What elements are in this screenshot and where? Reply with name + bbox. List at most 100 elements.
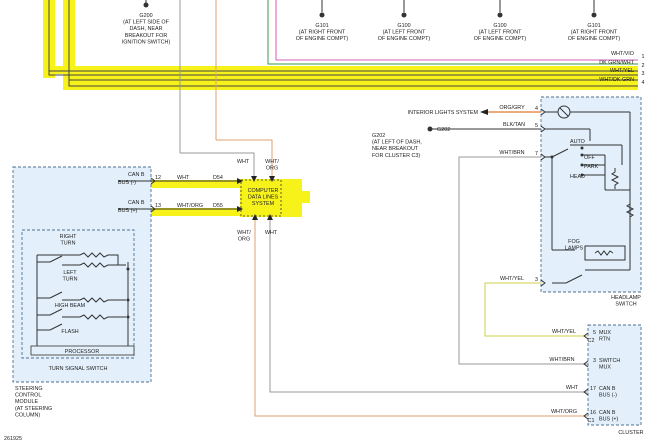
g100b-ground-symbol (497, 0, 503, 18)
can-bus-label: CAN B (128, 200, 145, 206)
ground-label-g200: IGNITION SWITCH) (122, 39, 171, 45)
figure-id: 261925 (4, 436, 22, 442)
g202-ground-label: FOR CLUSTER C3) (372, 153, 420, 159)
off-position-label: OFF (584, 155, 595, 161)
steering-module-title: MODULE (15, 399, 38, 405)
ground-label-g100a: OF ENGINE COMPT) (378, 36, 431, 42)
ground-label-g101b: OF ENGINE COMPT) (568, 36, 621, 42)
ground-label-g101a: (AT RIGHT FRONT (299, 30, 346, 36)
splice-bottom-label: WHT/ (237, 230, 251, 236)
can-bus-label: CAN B (128, 172, 145, 178)
right-turn-label: RIGHT (60, 234, 77, 240)
headlamp-wire-color: ORG/GRY (499, 105, 525, 111)
g202-ground-label: NEAR BREAKOUT (372, 146, 419, 152)
cluster-internals (583, 332, 589, 420)
headlamp-pin-number: 3 (535, 277, 538, 283)
splice-title: COMPUTER (248, 188, 279, 194)
flash-label: FLASH (61, 329, 78, 335)
splice-arrows (237, 176, 275, 220)
steering-wire-color: WHT/ORG (177, 203, 203, 209)
ground-label-g100b: OF ENGINE COMPT) (474, 36, 527, 42)
steering-wire-color: WHT (177, 175, 190, 181)
steering-pin-number: 13 (155, 203, 161, 209)
steering-internals (36, 177, 156, 346)
g200-ground-symbol (143, 0, 149, 8)
bus-wire-number: 2 (642, 63, 645, 69)
cluster-title: CLUSTER (618, 430, 643, 436)
can-bus-label: BUS (+) (118, 208, 138, 214)
headlamp-internals (540, 105, 635, 287)
ground-label-g100a: G100 (397, 23, 410, 29)
ground-label-g101a: G101 (315, 23, 328, 29)
g101b-ground-symbol (591, 0, 597, 18)
cluster-wire-color: WHT (566, 385, 579, 391)
headlamp-switch-panel (540, 96, 642, 293)
cluster-pin-label: BUS (+) (599, 417, 619, 423)
splice-bottom-label: ORG (238, 237, 250, 243)
circuit-id: D54 (213, 175, 223, 181)
headlamp-switch-title: SWITCH (615, 302, 636, 308)
bus-wire-label: DK GRN/WHT (599, 60, 634, 66)
splice-top-label: WHT (237, 159, 250, 165)
ground-label-g200: (AT LEFT SIDE OF (123, 20, 170, 26)
cluster-wire-color: WHT/YEL (552, 329, 576, 335)
steering-module-title: CONTROL (15, 393, 41, 399)
circuit-id: D55 (213, 203, 223, 209)
auto-position-label: AUTO (570, 139, 585, 145)
head-position-label: HEAD (570, 174, 585, 180)
cluster-pin-label: SWITCH (599, 358, 620, 364)
bus-wire-label: WHT/VIO (611, 51, 634, 57)
cluster-connector-id: C2 (588, 338, 595, 344)
cluster-pin-label: CAN B (599, 386, 616, 392)
main-wires (151, 109, 588, 417)
headlamp-wire-color: WHT/BRN (499, 150, 524, 156)
cluster-pin-label: MUX (599, 330, 611, 336)
ground-label-g101b: G101 (587, 23, 600, 29)
g202-ground-label: (AT LEFT OF DASH, (372, 140, 422, 146)
bus-wire-number: 4 (642, 80, 645, 86)
headlamp-switch-title: HEADLAMP (611, 295, 641, 301)
high-beam-label: HIGH BEAM (55, 303, 86, 309)
headlamp-pin-number: 5 (535, 123, 538, 129)
cluster-pin-number: 16 (590, 410, 596, 416)
splice-title: DATA LINES (248, 195, 279, 201)
g202-id-label: G202 (437, 127, 450, 133)
bus-wire-label: WHT/YEL (610, 68, 634, 74)
ground-label-g100b: G100 (493, 23, 506, 29)
can-bus-label: BUS (-) (118, 180, 136, 186)
cluster-pin-number: 3 (593, 358, 596, 364)
headlamp-wire-color: BLK/TAN (503, 122, 525, 128)
computer-data-lines-box (240, 179, 282, 217)
cluster-connector-id: C1 (588, 418, 595, 424)
cluster-pin-label: BUS (-) (599, 393, 617, 399)
right-turn-label: TURN (61, 241, 76, 247)
cluster-panel (587, 324, 642, 426)
ground-label-g200: BREAKOUT FOR (125, 33, 168, 39)
turn-signal-switch-panel (21, 229, 135, 359)
fog-lamps-label: FOG (568, 239, 580, 245)
top-bus-wires (48, 0, 638, 87)
ground-label-g100b: (AT LEFT FRONT (479, 30, 523, 36)
cluster-pin-label: CAN B (599, 410, 616, 416)
ground-label-g101b: (AT RIGHT FRONT (571, 30, 618, 36)
bus-wire-number: 3 (642, 71, 645, 77)
steering-module-title: COLUMN) (15, 412, 40, 418)
ground-label-g200: G200 (139, 13, 152, 19)
g202-ground-label: G202 (372, 133, 385, 139)
cluster-wire-color: WHT/BRN (549, 357, 574, 363)
headlamp-wire-color: WHT/YEL (500, 276, 524, 282)
g100a-ground-symbol (401, 0, 407, 18)
park-position-label: PARK (584, 164, 599, 170)
steering-module-title: STEERING (15, 386, 43, 392)
steering-module-title: (AT STEERING (15, 406, 52, 412)
ground-label-g100a: (AT LEFT FRONT (383, 30, 427, 36)
splice-title: SYSTEM (252, 201, 275, 207)
ground-label-g200: DASH, NEAR (130, 26, 163, 32)
processor-label: PROCESSOR (65, 349, 100, 355)
turn-signal-switch-title: TURN SIGNAL SWITCH (49, 366, 108, 372)
interior-lights-label: INTERIOR LIGHTS SYSTEM (408, 110, 479, 116)
splice-top-label: ORG (266, 166, 278, 172)
